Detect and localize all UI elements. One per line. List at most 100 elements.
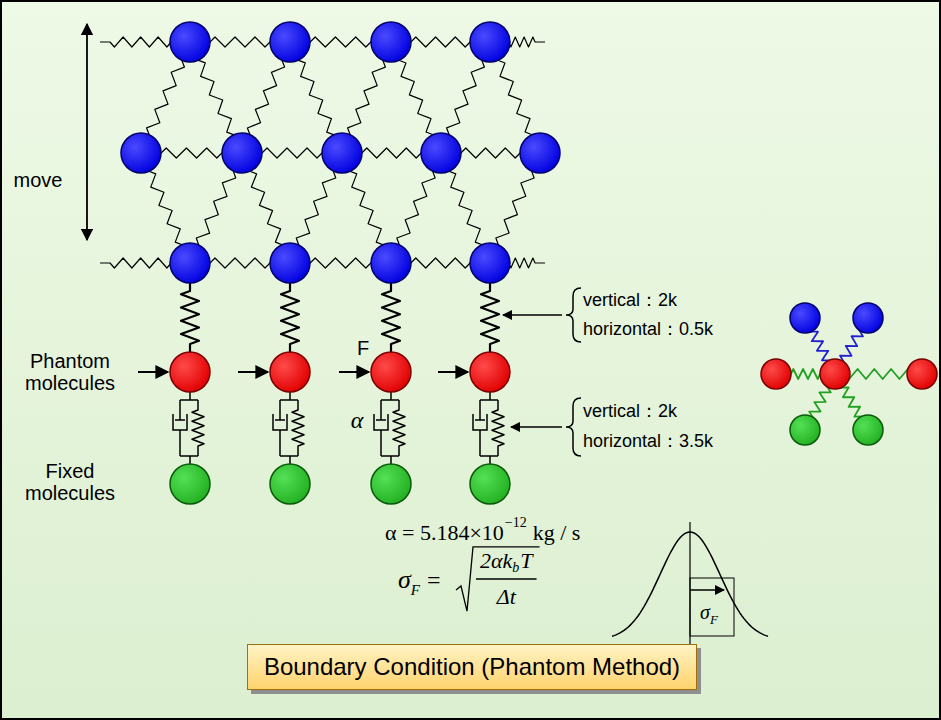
fixed-molecule (371, 464, 411, 504)
label: σ (398, 566, 411, 595)
dashpot-cylinder (273, 414, 287, 430)
lattice-molecule (270, 243, 310, 283)
title-box: Boundary Condition (Phantom Method) (247, 644, 697, 690)
dashpot-rod (179, 400, 181, 420)
connector-bar (480, 399, 498, 401)
connector-bar (480, 455, 498, 457)
brace (566, 288, 581, 342)
dashpot-cylinder (173, 414, 187, 430)
fraction-bar (476, 578, 537, 579)
sigma-arrow (690, 589, 724, 591)
label: vertical：2k (583, 402, 677, 422)
pointer-arrow (503, 314, 562, 316)
fixed-molecule (853, 415, 883, 445)
lattice-molecule (170, 243, 210, 283)
label: Δt (497, 585, 516, 609)
lattice-molecule (520, 133, 560, 173)
connector-bar (381, 455, 399, 457)
label: b (512, 560, 519, 575)
spring (192, 400, 204, 456)
lattice-molecule (270, 22, 310, 62)
dashpot-rod (479, 400, 481, 420)
connector-bar (280, 399, 298, 401)
label: kg / s (533, 521, 581, 545)
phantom-molecule (820, 359, 850, 389)
dashpot-piston (175, 419, 185, 421)
lattice-molecule (470, 22, 510, 62)
radical-sign (456, 547, 540, 611)
lattice-molecule (421, 133, 461, 173)
label: horizontal：0.5k (583, 320, 713, 340)
dashpot-piston (475, 419, 485, 421)
lattice-molecule (322, 133, 362, 173)
label: = (427, 567, 441, 593)
lattice-molecule (853, 303, 883, 333)
connector-bar (381, 399, 399, 401)
label: Phantom molecules (20, 350, 120, 394)
spring (481, 281, 499, 354)
connector-bar (180, 455, 198, 457)
lattice-molecule (790, 303, 820, 333)
phantom-molecule (470, 352, 510, 392)
spring-network (87, 24, 922, 644)
label: −12 (505, 515, 527, 530)
spring (382, 281, 400, 354)
fixed-molecule (170, 464, 210, 504)
label: F (710, 613, 718, 627)
move-arrow (86, 24, 88, 240)
dashpot-cylinder (473, 414, 487, 430)
molecules (121, 22, 937, 504)
fixed-molecule (270, 464, 310, 504)
spring (492, 400, 504, 456)
phantom-molecule (761, 359, 791, 389)
lattice-molecule (470, 243, 510, 283)
dashpot-rod (279, 430, 281, 456)
label: Fixed molecules (20, 460, 120, 504)
dashpot-rod (380, 400, 382, 420)
label: α = 5.184×10 (385, 521, 504, 545)
label: F (411, 582, 420, 599)
spring (281, 281, 299, 354)
phantom-molecule (170, 352, 210, 392)
label: 2αk (480, 549, 512, 573)
lattice-molecule (121, 133, 161, 173)
dashpot-rod (380, 430, 382, 456)
force-arrow (438, 371, 468, 373)
phantom-molecule (371, 352, 411, 392)
label: horizontal：3.5k (583, 432, 713, 452)
force-arrow (339, 371, 369, 373)
spring (393, 400, 405, 456)
spring (181, 281, 199, 354)
connector-bar (180, 399, 198, 401)
label: α (351, 407, 364, 433)
lattice-molecule (222, 133, 262, 173)
title-text: Boundary Condition (Phantom Method) (264, 653, 680, 681)
label: T (520, 549, 532, 573)
label: move (14, 169, 63, 191)
lattice-molecule (371, 22, 411, 62)
fixed-molecule (790, 415, 820, 445)
brace (566, 398, 581, 456)
label: F (357, 337, 369, 359)
label: vertical：2k (583, 291, 677, 311)
dashpot-rod (279, 400, 281, 420)
dashpot-piston (275, 419, 285, 421)
force-arrow (238, 371, 268, 373)
phantom-molecule (270, 352, 310, 392)
dashpot-cylinder (374, 414, 388, 430)
pointer-arrow (511, 426, 562, 428)
sigma-box (690, 578, 734, 636)
connector-bar (280, 455, 298, 457)
dashpot-rod (179, 430, 181, 456)
label: σ (700, 601, 710, 623)
phantom-molecule (907, 359, 937, 389)
spring (292, 400, 304, 456)
force-arrow (138, 371, 168, 373)
dashpot-piston (376, 419, 386, 421)
dashpot-rod (479, 430, 481, 456)
lattice-molecule (170, 22, 210, 62)
fixed-molecule (470, 464, 510, 504)
